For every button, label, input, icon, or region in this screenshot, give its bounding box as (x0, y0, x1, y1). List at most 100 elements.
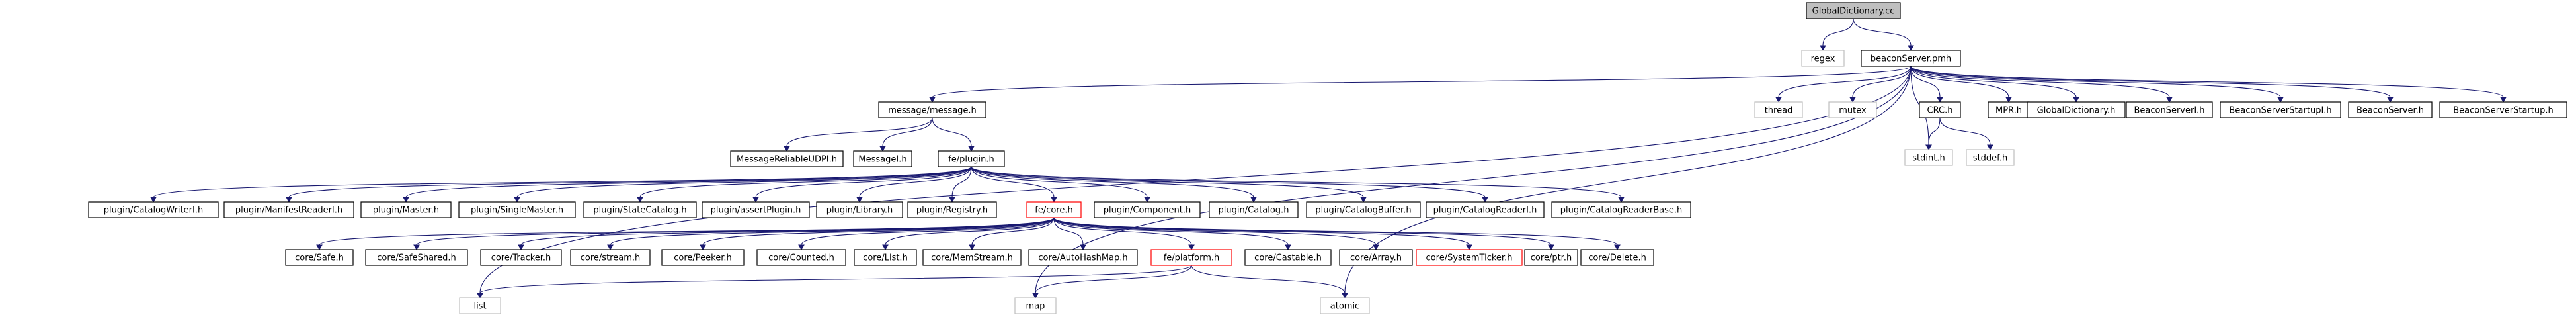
node-box (1339, 249, 1413, 266)
node-label: core/Safe.h (295, 253, 344, 263)
edge-core_h-to-c_stream (607, 217, 1055, 251)
edge-arrowhead (968, 146, 975, 152)
node-label: core/ptr.h (1531, 253, 1572, 263)
node-crc-h[interactable]: CRC.h (1919, 101, 1961, 118)
edge-arrowhead (477, 293, 483, 299)
node-c-tracker[interactable]: core/Tracker.h (480, 249, 562, 266)
node-platform-h[interactable]: fe/platform.h (1150, 249, 1232, 266)
edge-arrowhead (1144, 197, 1150, 203)
node-message-h[interactable]: message/message.h (878, 101, 986, 118)
node-label: stddef.h (1973, 154, 2007, 163)
node-c-stream[interactable]: core/stream.h (570, 249, 651, 266)
node-p-single[interactable]: plugin/SingleMaster.h (458, 201, 576, 218)
edge-line (1035, 265, 1192, 294)
node-box (1320, 297, 1370, 314)
node-layer: GlobalDictionary.cc regex beaconServer.pmh… (88, 2, 2567, 314)
node-c-safe[interactable]: core/Safe.h (285, 249, 354, 266)
node-p-component[interactable]: plugin/Component.h (1094, 201, 1201, 218)
node-c-castable[interactable]: core/Castable.h (1244, 249, 1332, 266)
node-p-catalog[interactable]: plugin/Catalog.h (1209, 201, 1299, 218)
edge-line (971, 166, 1148, 198)
edge-platform_h-to-map (1032, 265, 1192, 299)
node-label: thread (1765, 106, 1793, 116)
node-p-state[interactable]: plugin/StateCatalog.h (583, 201, 697, 218)
edge-root-to-beacon_pmh (1853, 18, 1914, 52)
node-mpr-h[interactable]: MPR.h (1988, 101, 2030, 118)
edge-beacon_pmh-to-globaldict_h (1910, 66, 2079, 103)
node-c-array[interactable]: core/Array.h (1339, 249, 1413, 266)
node-box (938, 150, 1005, 167)
node-stddef-h: stddef.h (1966, 149, 2015, 166)
node-label: plugin/ManifestReaderI.h (235, 206, 342, 216)
node-label: plugin/CatalogWriterI.h (104, 206, 203, 216)
edge-crc_h-to-stddef_h (1939, 117, 1993, 151)
edge-arrowhead (752, 197, 759, 203)
node-label: regex (1811, 54, 1835, 64)
node-messagei-h[interactable]: MessageI.h (853, 150, 912, 167)
node-p-library[interactable]: plugin/Library.h (816, 201, 903, 218)
node-label: plugin/assertPlugin.h (711, 206, 801, 216)
node-box (702, 201, 810, 218)
edge-line (520, 217, 1055, 246)
node-c-counted[interactable]: core/Counted.h (756, 249, 846, 266)
node-c-automap[interactable]: core/AutoHashMap.h (1028, 249, 1138, 266)
node-msgreliable-h[interactable]: MessageReliableUDPI.h (730, 150, 844, 167)
edge-beacon_pmh-to-beaconstartup_h (1910, 66, 2507, 103)
edge-line (1344, 66, 1912, 294)
node-beaconstartup-h[interactable]: BeaconServerStartup.h (2439, 101, 2567, 118)
node-globaldict-h[interactable]: GlobalDictionary.h (2027, 101, 2126, 118)
edge-arrowhead (949, 197, 955, 203)
node-root[interactable]: GlobalDictionary.cc (1806, 2, 1901, 19)
node-p-assert[interactable]: plugin/assertPlugin.h (702, 201, 810, 218)
node-c-delete[interactable]: core/Delete.h (1580, 249, 1654, 266)
node-label: stdint.h (1912, 154, 1945, 163)
node-label: plugin/CatalogReaderBase.h (1560, 206, 1683, 216)
node-c-peeker[interactable]: core/Peeker.h (661, 249, 745, 266)
node-regex: regex (1801, 50, 1845, 67)
edge-plugin_h-to-p_master (403, 166, 972, 203)
node-label: core/stream.h (581, 253, 640, 263)
edge-beacon_pmh-to-message_h (929, 66, 1912, 103)
node-c-memstream[interactable]: core/MemStream.h (922, 249, 1022, 266)
edge-beacon_pmh-to-mutex (1849, 66, 1912, 103)
node-p-master[interactable]: plugin/Master.h (360, 201, 452, 218)
edge-root-to-regex (1820, 18, 1854, 52)
node-beaconserver-h[interactable]: BeaconServer.h (2348, 101, 2433, 118)
node-box (816, 201, 903, 218)
node-p-manifest[interactable]: plugin/ManifestReaderI.h (223, 201, 354, 218)
edge-arrowhead (1250, 197, 1257, 203)
edge-plugin_h-to-p_catreader (971, 166, 1488, 203)
node-box (730, 150, 844, 167)
node-label: plugin/CatalogReaderI.h (1433, 206, 1537, 216)
node-c-ptr[interactable]: core/ptr.h (1524, 249, 1578, 266)
node-p-catbuffer[interactable]: plugin/CatalogBuffer.h (1306, 201, 1421, 218)
edge-line (1910, 66, 2504, 98)
node-beaconstartupi-h[interactable]: BeaconServerStartupI.h (2220, 101, 2341, 118)
edge-line (859, 166, 972, 198)
edge-core_h-to-c_safe (316, 217, 1055, 251)
edge-arrowhead (784, 146, 790, 152)
edge-core_h-to-c_ptr (1053, 217, 1554, 251)
node-p-catreader[interactable]: plugin/CatalogReaderI.h (1426, 201, 1545, 218)
node-beaconserveri-h[interactable]: BeaconServerI.h (2126, 101, 2213, 118)
edge-line (1053, 217, 1289, 246)
node-box (480, 249, 562, 266)
edge-message_h-to-messagei_h (879, 117, 933, 152)
node-p-catreaderbase[interactable]: plugin/CatalogReaderBase.h (1551, 201, 1691, 218)
node-box (2439, 101, 2567, 118)
node-c-list[interactable]: core/List.h (854, 249, 917, 266)
edge-line (1053, 217, 1192, 246)
node-c-systicker[interactable]: core/SystemTicker.h (1416, 249, 1523, 266)
node-stdint-h: stdint.h (1904, 149, 1953, 166)
edge-line (885, 217, 1055, 246)
edge-line (971, 166, 1622, 198)
node-p-catwriter[interactable]: plugin/CatalogWriterI.h (88, 201, 219, 218)
node-c-safeshared[interactable]: core/SafeShared.h (365, 249, 468, 266)
node-plugin-h[interactable]: fe/plugin.h (938, 150, 1005, 167)
edge-arrowhead (1051, 197, 1057, 203)
node-core-h[interactable]: fe/core.h (1026, 201, 1082, 218)
node-beacon-pmh[interactable]: beaconServer.pmh (1861, 50, 1961, 67)
node-box (458, 201, 576, 218)
node-p-registry[interactable]: plugin/Registry.h (907, 201, 997, 218)
node-box (1988, 101, 2030, 118)
